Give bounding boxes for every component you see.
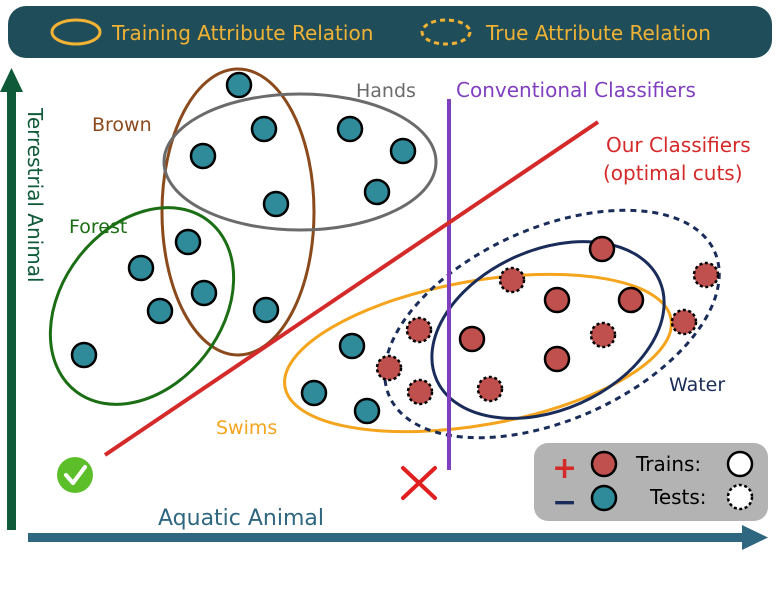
negative-train-point — [250, 115, 278, 143]
x-axis-arrowhead — [742, 525, 768, 550]
positive-test-point — [375, 354, 403, 382]
positive-test-point — [589, 321, 617, 349]
y-axis-arrowhead — [0, 68, 23, 92]
negative-sign: − — [552, 485, 577, 520]
negative-train-point — [353, 397, 381, 425]
negative-train-point — [127, 254, 155, 282]
conventional-classifier-label: Conventional Classifiers — [456, 78, 696, 102]
positive-sign: + — [552, 451, 577, 486]
negative-train-point — [300, 379, 328, 407]
negative-train-point — [262, 190, 290, 218]
check-circle-icon — [57, 457, 93, 493]
legend-negative-point — [590, 484, 618, 512]
water-ellipse — [430, 240, 666, 420]
cross-icon — [401, 466, 437, 500]
positive-test-point — [406, 378, 434, 406]
legend-positive-point — [590, 450, 618, 478]
negative-train-point — [70, 341, 98, 369]
forest-label: Forest — [69, 216, 127, 238]
negative-train-point — [189, 142, 217, 170]
positive-train-point — [543, 345, 571, 373]
brown-label: Brown — [92, 114, 152, 136]
hands-ellipse — [162, 92, 438, 232]
positive-train-point — [458, 325, 486, 353]
legend-header — [8, 6, 772, 58]
negative-train-point — [146, 297, 174, 325]
positive-train-point — [617, 286, 645, 314]
water-label: Water — [669, 374, 725, 396]
our-classifier-label: Our Classifiers — [606, 133, 751, 157]
negative-train-point — [252, 296, 280, 324]
legend-train-marker — [726, 450, 754, 478]
negative-train-point — [225, 71, 253, 99]
positive-test-point — [498, 266, 526, 294]
positive-test-point — [405, 316, 433, 344]
positive-test-point — [670, 308, 698, 336]
swims-ellipse — [283, 272, 673, 434]
tests-label: Tests: — [649, 485, 707, 509]
x-axis-label: Aquatic Animal — [158, 506, 324, 531]
negative-train-point — [363, 178, 391, 206]
hands-label: Hands — [356, 80, 416, 102]
negative-train-point — [338, 332, 366, 360]
positive-train-point — [543, 286, 571, 314]
y-axis — [7, 90, 16, 530]
negative-train-point — [174, 228, 202, 256]
our-classifier-line — [103, 120, 600, 457]
true-water-ellipse — [383, 208, 721, 440]
swims-label: Swims — [216, 417, 277, 439]
our-classifier-sublabel: (optimal cuts) — [603, 161, 743, 185]
trains-label: Trains: — [635, 452, 701, 476]
positive-test-point — [692, 261, 720, 289]
positive-test-point — [476, 375, 504, 403]
brown-ellipse — [160, 67, 316, 357]
training-relation-label: Training Attribute Relation — [111, 21, 373, 45]
training-relation-swatch — [50, 18, 102, 46]
true-relation-label: True Attribute Relation — [485, 21, 711, 45]
negative-train-point — [389, 137, 417, 165]
forest-ellipse — [48, 206, 236, 406]
positive-train-point — [588, 235, 616, 263]
negative-train-point — [336, 115, 364, 143]
legend-test-marker — [726, 483, 754, 511]
y-axis-label: Terrestrial Animal — [23, 107, 47, 283]
negative-train-point — [190, 279, 218, 307]
true-relation-swatch — [420, 18, 472, 46]
x-axis — [28, 533, 748, 542]
